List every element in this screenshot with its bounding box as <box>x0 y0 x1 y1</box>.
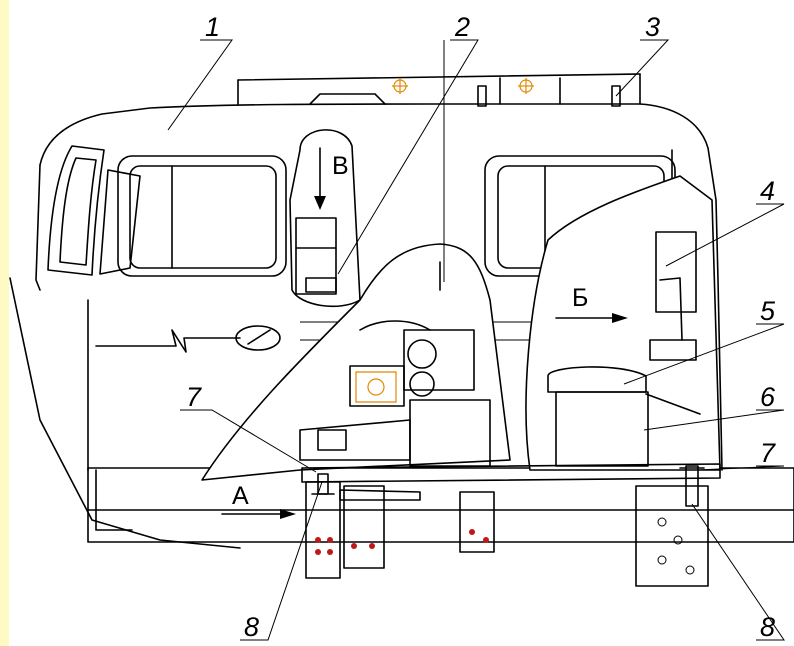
callout-7-left: 7 <box>186 382 202 412</box>
callout-8-left: 8 <box>244 612 259 642</box>
roof-lamp-marks <box>392 78 621 107</box>
chassis-frame <box>87 467 794 543</box>
mounting-bracket <box>301 463 721 587</box>
detail-view-b-bubble <box>525 175 721 471</box>
detail-view-v-bubble <box>289 129 361 308</box>
left-margin-strip <box>0 0 9 646</box>
windshield <box>47 145 141 276</box>
callout-6: 6 <box>760 382 776 412</box>
view-marker-v: В <box>332 152 349 180</box>
callout-2: 2 <box>454 12 470 42</box>
callout-leaders <box>167 39 785 641</box>
callout-1: 1 <box>205 12 220 42</box>
view-marker-b: Б <box>572 284 588 312</box>
callout-4: 4 <box>760 176 775 206</box>
mount-bolt-left <box>311 473 335 495</box>
mount-bolt-right <box>679 465 705 507</box>
callout-7-right: 7 <box>760 438 776 468</box>
callout-3: 3 <box>645 12 660 42</box>
view-arrow-a <box>221 509 296 519</box>
callout-5: 5 <box>760 296 776 326</box>
callout-8-right: 8 <box>760 612 775 642</box>
view-marker-a: А <box>232 482 249 510</box>
central-assembly-bubble <box>201 243 511 481</box>
